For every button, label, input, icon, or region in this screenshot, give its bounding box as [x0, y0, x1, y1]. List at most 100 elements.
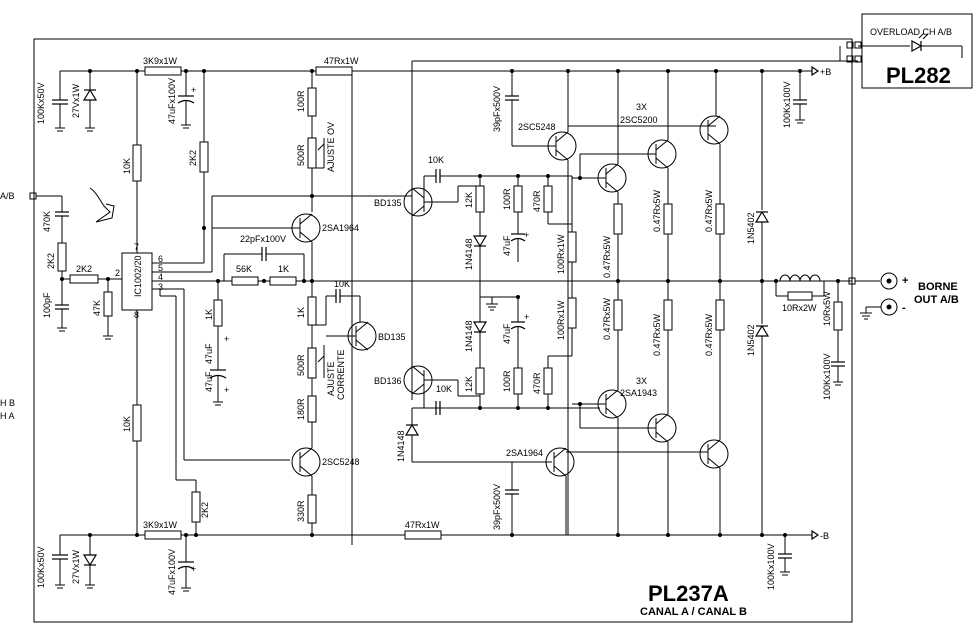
r-1k-c-label: 1K [296, 307, 306, 318]
r-470k-label: 470K [42, 211, 52, 232]
c-47uf-a-label: 47uF [204, 343, 214, 364]
neg-rail: -B [60, 529, 829, 541]
c-100k100-c-label: 100Kx100V [822, 353, 832, 400]
output-terminals [848, 272, 898, 320]
board-outline [33, 38, 853, 623]
z-27v-bot-label: 27Vx1W [71, 549, 81, 584]
r-12k-a-label: 12K [464, 192, 474, 208]
r-100rx1w [567, 176, 577, 356]
svg-text:6: 6 [158, 254, 163, 264]
svg-text:3: 3 [158, 282, 163, 292]
output-title: BORNE [918, 281, 958, 293]
svg-text:IC1002/20: IC1002/20 [133, 255, 143, 297]
ajuste-ov-label: AJUSTE OV [326, 122, 336, 172]
c-100k100-b-label: 100Kx100V [766, 543, 776, 590]
r-47r-bot-label: 47Rx1W [405, 520, 440, 530]
r-047-e-label: 0.47Rx5W [652, 313, 662, 356]
svg-text:-B: -B [820, 531, 829, 541]
flyback-diodes [754, 69, 770, 537]
r-047-d-label: 0.47Rx5W [602, 297, 612, 340]
r-100r-a-label: 100R [502, 188, 512, 210]
q-bd135-a-label: BD135 [374, 198, 402, 208]
q-2sc5248-b-label: 2SC5248 [518, 122, 556, 132]
r-100r-label: 100R [296, 90, 306, 112]
c-47u100-bot-label: 47uFx100V [167, 549, 177, 595]
predriver-top [505, 69, 716, 535]
rail-caps-right [778, 69, 807, 576]
svg-text:+: + [524, 230, 529, 240]
input-label: A/B [0, 191, 15, 201]
left-edge-label-1: H B [0, 398, 15, 408]
predriver-bottom [505, 447, 575, 537]
r-100rx1w-a-label: 100Rx1W [556, 234, 566, 274]
driver-bottom: + [403, 295, 600, 463]
output-pnp [566, 360, 729, 537]
out-neg-label: - [902, 302, 906, 314]
r-2k2-a-label: 2K2 [46, 253, 56, 269]
output-subtitle: OUT A/B [914, 294, 959, 306]
c-47uf-c-label: 47uF [502, 235, 512, 256]
bd135-bias [326, 321, 377, 351]
module-outline [861, 13, 973, 89]
c-100k50-bot-label: 100Kx50V [36, 546, 46, 588]
svg-text:5: 5 [158, 263, 163, 273]
cap-47u-top: + [177, 69, 196, 129]
r-1k-b-label: 1K [278, 264, 289, 274]
vas-column [202, 69, 361, 537]
feedback-chain [223, 247, 852, 286]
scribble-mark [89, 187, 115, 223]
module-title: PL282 [886, 63, 951, 88]
output-npn [572, 69, 729, 204]
r-470r-b-label: 470R [532, 372, 542, 394]
led-icon [866, 32, 963, 58]
r-3k9-top-label: 3K9x1W [143, 56, 178, 66]
c-39pf-b-label: 39pFx500V [492, 484, 502, 530]
r-10r5w-label: 10Rx5W [822, 291, 832, 326]
z-27v-top-label: 27Vx1W [71, 83, 81, 118]
c-47uf-b-label: 47uF [204, 371, 214, 392]
q-2sa1943-label: 2SA1943 [620, 388, 657, 398]
svg-text:+: + [191, 85, 196, 95]
svg-text:+: + [524, 312, 529, 322]
r-330r-label: 330R [296, 500, 306, 522]
top-supply-filter [52, 69, 98, 132]
svg-text:4: 4 [158, 272, 163, 282]
r-2k2-c-label: 2K2 [188, 150, 198, 166]
r-56k-label: 56K [236, 264, 252, 274]
c-100k50-top-label: 100Kx50V [36, 82, 46, 124]
r-3k9-bot-label: 3K9x1W [143, 520, 178, 530]
c-100k100-a-label: 100Kx100V [782, 81, 792, 128]
input-connector [29, 192, 62, 200]
ic-wiring [132, 69, 412, 537]
q-2sa1964-b-label: 2SA1964 [506, 448, 543, 458]
l-10r2w-label: 10Rx2W [782, 303, 817, 313]
q-2sc5200-label: 2SC5200 [620, 115, 658, 125]
c-10k-a-label: 10K [334, 279, 350, 289]
module-label: OVERLOAD CH A/B [870, 27, 952, 37]
out-pos-label: + [902, 275, 908, 287]
r-047-a-label: 0.47Rx5W [602, 235, 612, 278]
q-2sc5248-a-label: 2SC5248 [322, 457, 360, 467]
module-wires [411, 41, 866, 400]
d-1n5402-a-label: 1N5402 [746, 212, 756, 244]
q-bd136-label: BD136 [374, 376, 402, 386]
output-network [774, 274, 845, 386]
q-3x-a-label: 3X [636, 102, 647, 112]
ajuste-corr-1-label: AJUSTE [326, 361, 336, 396]
c-47u100-top-label: 47uFx100V [167, 78, 177, 124]
svg-text:+: + [224, 385, 229, 395]
c-22pf-label: 22pFx100V [240, 234, 286, 244]
c-10k-c-label: 10K [436, 384, 452, 394]
svg-text:+: + [224, 334, 229, 344]
svg-text:+: + [191, 564, 196, 574]
r-180r-label: 180R [296, 398, 306, 420]
q-3x-b-label: 3X [636, 376, 647, 386]
emitter-resistors [613, 203, 725, 360]
d-1n4148-c-label: 1N4148 [396, 430, 406, 462]
feedback-leg: + + [209, 279, 229, 406]
r-500r-corr-label: 500R [296, 354, 306, 376]
r-047-c-label: 0.47Rx5W [704, 189, 714, 232]
cap-47u-bot: + [177, 533, 196, 592]
r-100r-b-label: 100R [502, 370, 512, 392]
